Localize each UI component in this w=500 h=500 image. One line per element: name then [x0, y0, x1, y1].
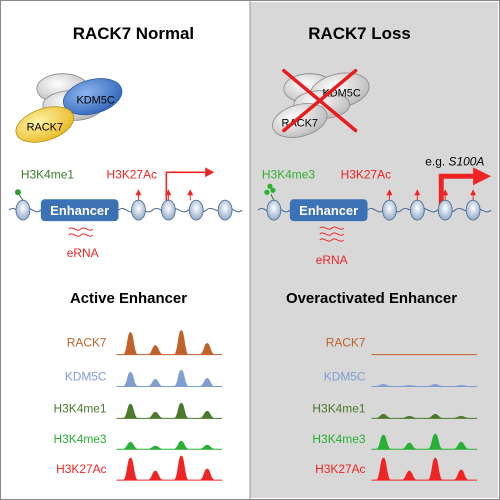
track-label-rack7-normal: RACK7	[67, 336, 107, 350]
protein-complex-normal: KDM5C RACK7	[15, 73, 123, 143]
rack7-label: RACK7	[27, 121, 63, 133]
signal-track-h3k4me1-loss	[371, 413, 478, 419]
track-label-h3k4me3-normal: H3K4me3	[53, 432, 106, 446]
track-label-h3k4me1-loss: H3K4me1	[312, 401, 365, 415]
target-gene-label: e.g. S100A	[425, 154, 484, 168]
track-label-h3k4me1-normal: H3K4me1	[53, 401, 106, 415]
erna-squiggles-loss	[319, 226, 344, 242]
signal-track-rack7-normal	[116, 330, 223, 356]
nucleosome	[266, 199, 282, 221]
trimethyl-marks	[264, 183, 276, 201]
h3k27ac-label-normal: H3K27Ac	[107, 167, 157, 181]
erna-label-loss: eRNA	[316, 253, 348, 267]
track-label-rack7-loss: RACK7	[326, 336, 366, 350]
nucleosome	[188, 199, 204, 221]
nucleosome	[131, 199, 146, 221]
track-label-kdm5c-normal: KDM5C	[65, 369, 107, 383]
track-label-h3k4me3-loss: H3K4me3	[312, 432, 365, 446]
kdm5c-blob	[63, 78, 123, 116]
enhancer-label-normal: Enhancer	[50, 203, 109, 218]
nucleosome	[465, 199, 481, 221]
signal-tracks	[116, 330, 478, 481]
signal-track-kdm5c-loss	[371, 383, 478, 387]
methyl-mark	[14, 189, 21, 196]
protein-complex-loss: KDM5C RACK7	[272, 68, 370, 138]
signal-track-kdm5c-normal	[116, 370, 223, 387]
nucleosome	[160, 199, 176, 221]
h3k4me3-label: H3K4me3	[262, 167, 315, 181]
loss-cross-icon	[282, 68, 358, 133]
nucleosome	[437, 199, 453, 221]
loss-panel	[250, 1, 499, 499]
enhancer-label-loss: Enhancer	[299, 203, 358, 218]
transcription-arrow-loss	[438, 167, 492, 207]
enhancer-box-loss	[289, 199, 368, 222]
h3k4me1-label: H3K4me1	[21, 167, 74, 181]
erna-label-normal: eRNA	[67, 246, 99, 260]
nucleosome	[217, 199, 233, 221]
acetyl-marks-loss	[386, 189, 477, 201]
track-label-kdm5c-loss: KDM5C	[324, 369, 366, 383]
rack7-blob	[15, 106, 75, 143]
normal-panel-title: RACK7 Normal	[73, 24, 194, 43]
transcription-arrow-normal	[165, 167, 215, 209]
nucleosome	[409, 199, 425, 221]
track-label-h3k27ac-normal: H3K27Ac	[56, 462, 106, 476]
kdm5c-label: KDM5C	[76, 95, 114, 107]
nucleosome	[382, 199, 397, 221]
normal-panel	[1, 1, 250, 499]
overactivated-enhancer-title: Overactivated Enhancer	[286, 290, 457, 307]
track-label-h3k27ac-loss: H3K27Ac	[315, 462, 365, 476]
signal-track-h3k27ac-loss	[371, 457, 478, 481]
rack7-label-loss: RACK7	[282, 117, 318, 129]
active-enhancer-title: Active Enhancer	[70, 290, 187, 307]
h3k27ac-label-loss: H3K27Ac	[341, 167, 391, 181]
nucleosome	[15, 199, 31, 221]
loss-panel-title: RACK7 Loss	[308, 24, 411, 43]
signal-track-h3k4me1-normal	[116, 402, 223, 419]
signal-track-h3k4me3-normal	[116, 440, 223, 450]
erna-squiggles-normal	[68, 227, 93, 237]
signal-track-h3k4me3-loss	[371, 433, 478, 450]
acetyl-marks-normal	[135, 189, 194, 201]
signal-track-h3k27ac-normal	[116, 455, 223, 481]
enhancer-box-normal	[40, 199, 119, 222]
